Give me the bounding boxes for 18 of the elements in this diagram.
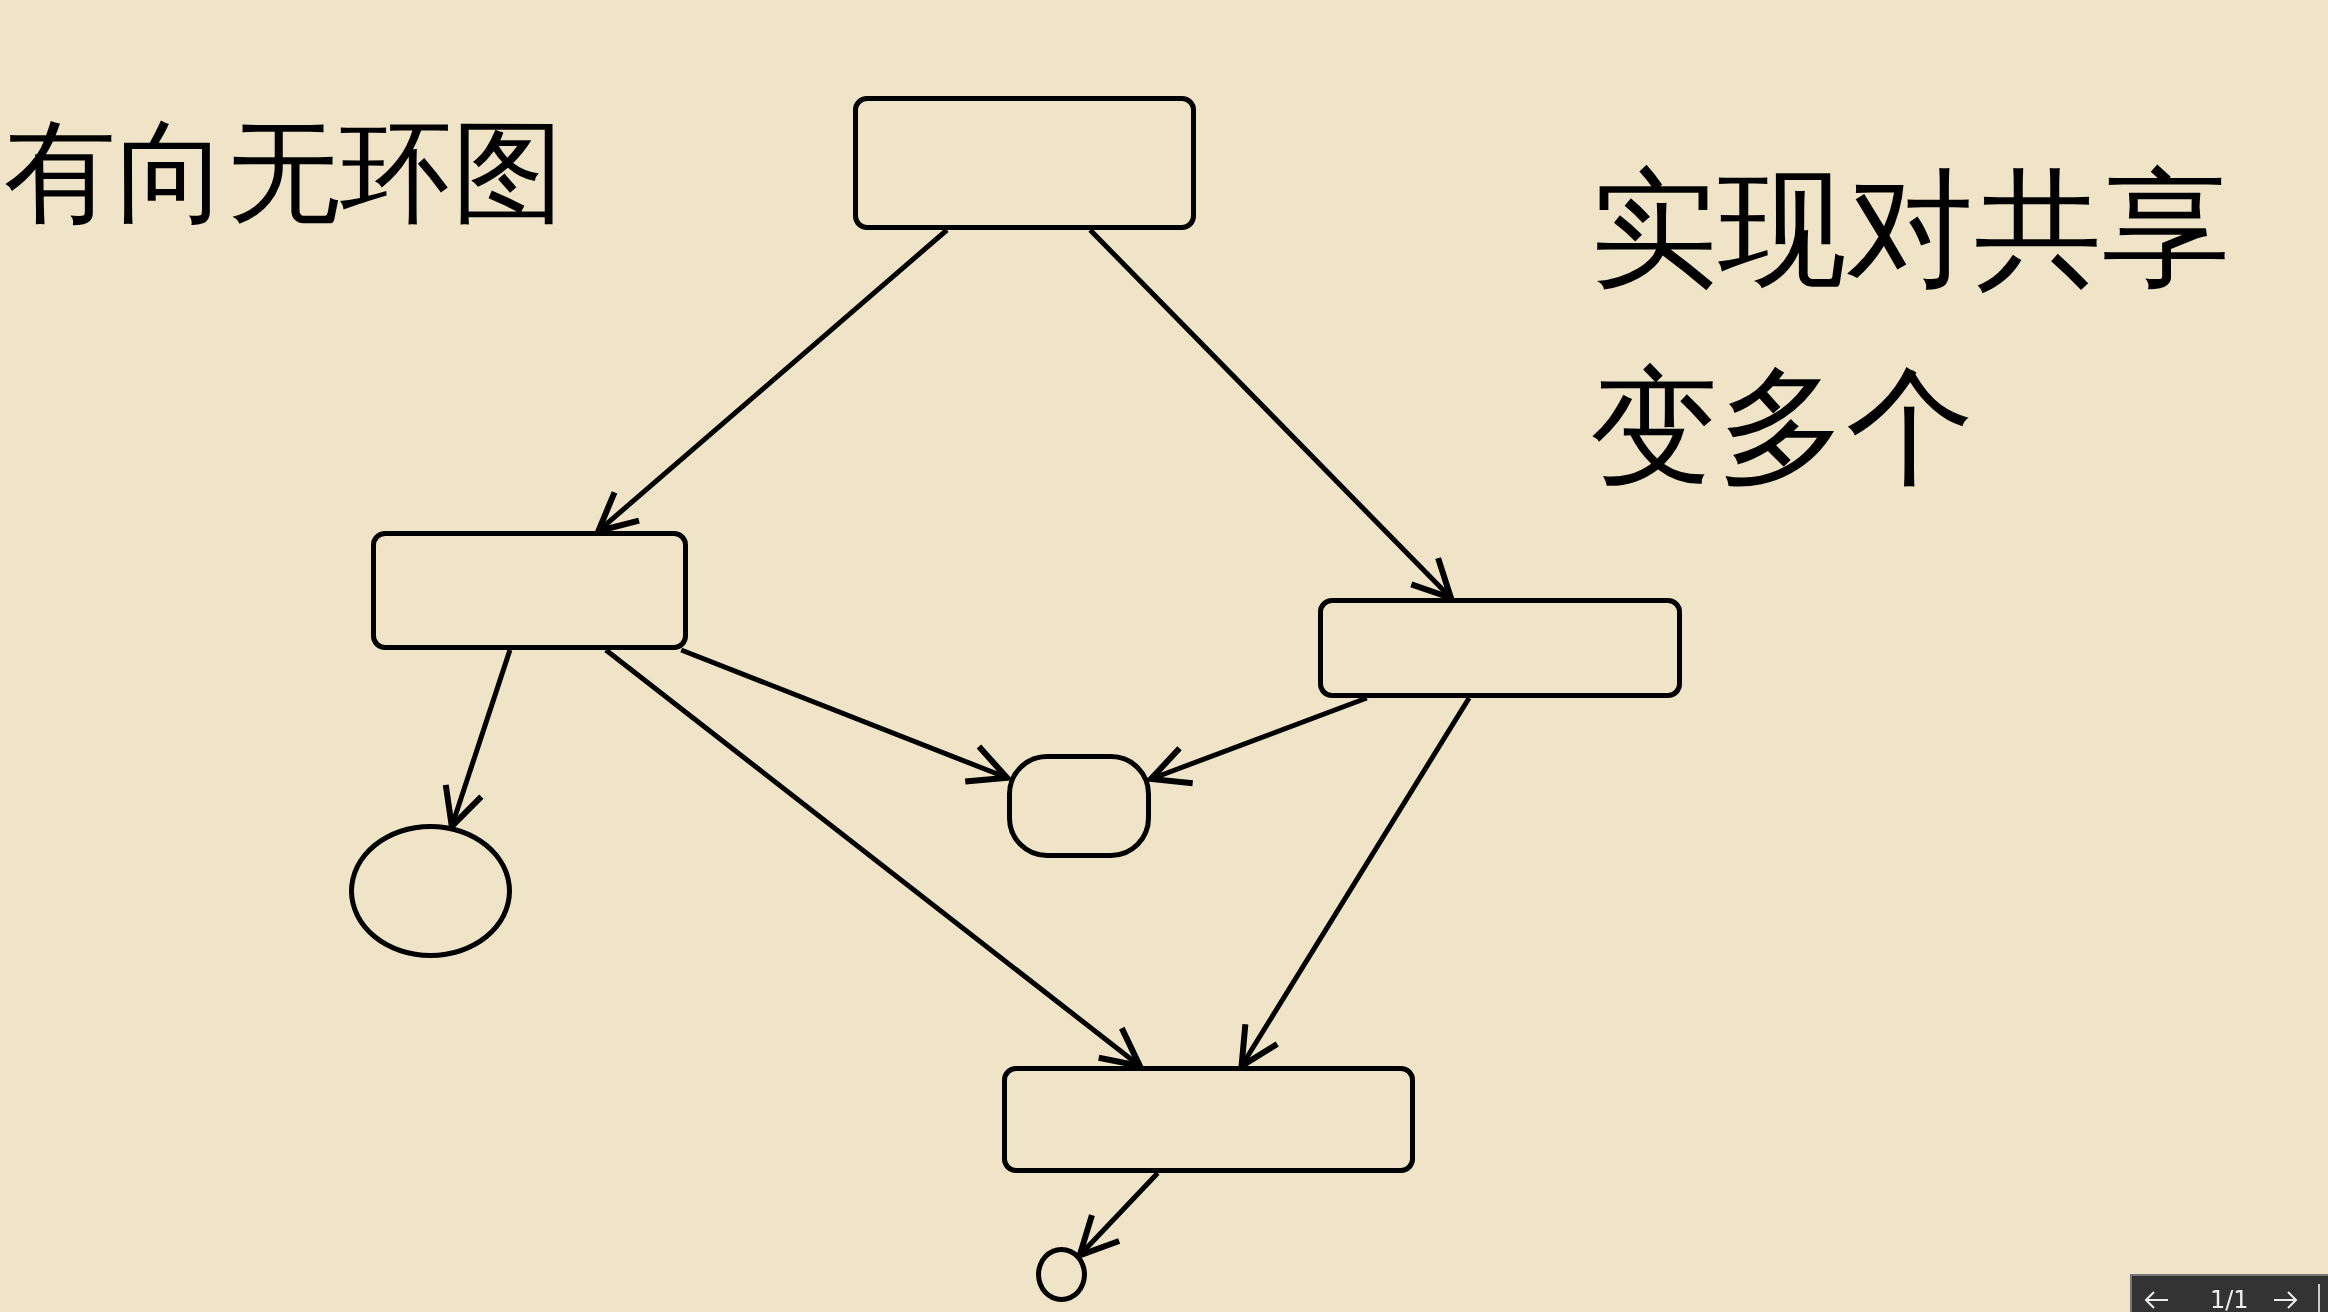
page-number: 1/1 (2210, 1286, 2249, 1312)
arrow (595, 228, 949, 534)
circle-node (349, 824, 512, 958)
arrow (1076, 1171, 1160, 1259)
circle-node (1036, 1247, 1087, 1302)
arrow (680, 647, 1010, 785)
title-text: 有向无环图 (4, 106, 564, 239)
box (853, 96, 1196, 230)
box (1007, 754, 1151, 858)
arrow (442, 649, 513, 830)
arrow (604, 648, 1143, 1069)
arrow (1148, 695, 1368, 787)
note-text: 实现对共享变多个 (1590, 153, 2231, 504)
box (371, 531, 688, 650)
box (1002, 1066, 1415, 1173)
arrow (1088, 228, 1454, 601)
arrow (1238, 696, 1472, 1069)
box (1318, 598, 1682, 698)
